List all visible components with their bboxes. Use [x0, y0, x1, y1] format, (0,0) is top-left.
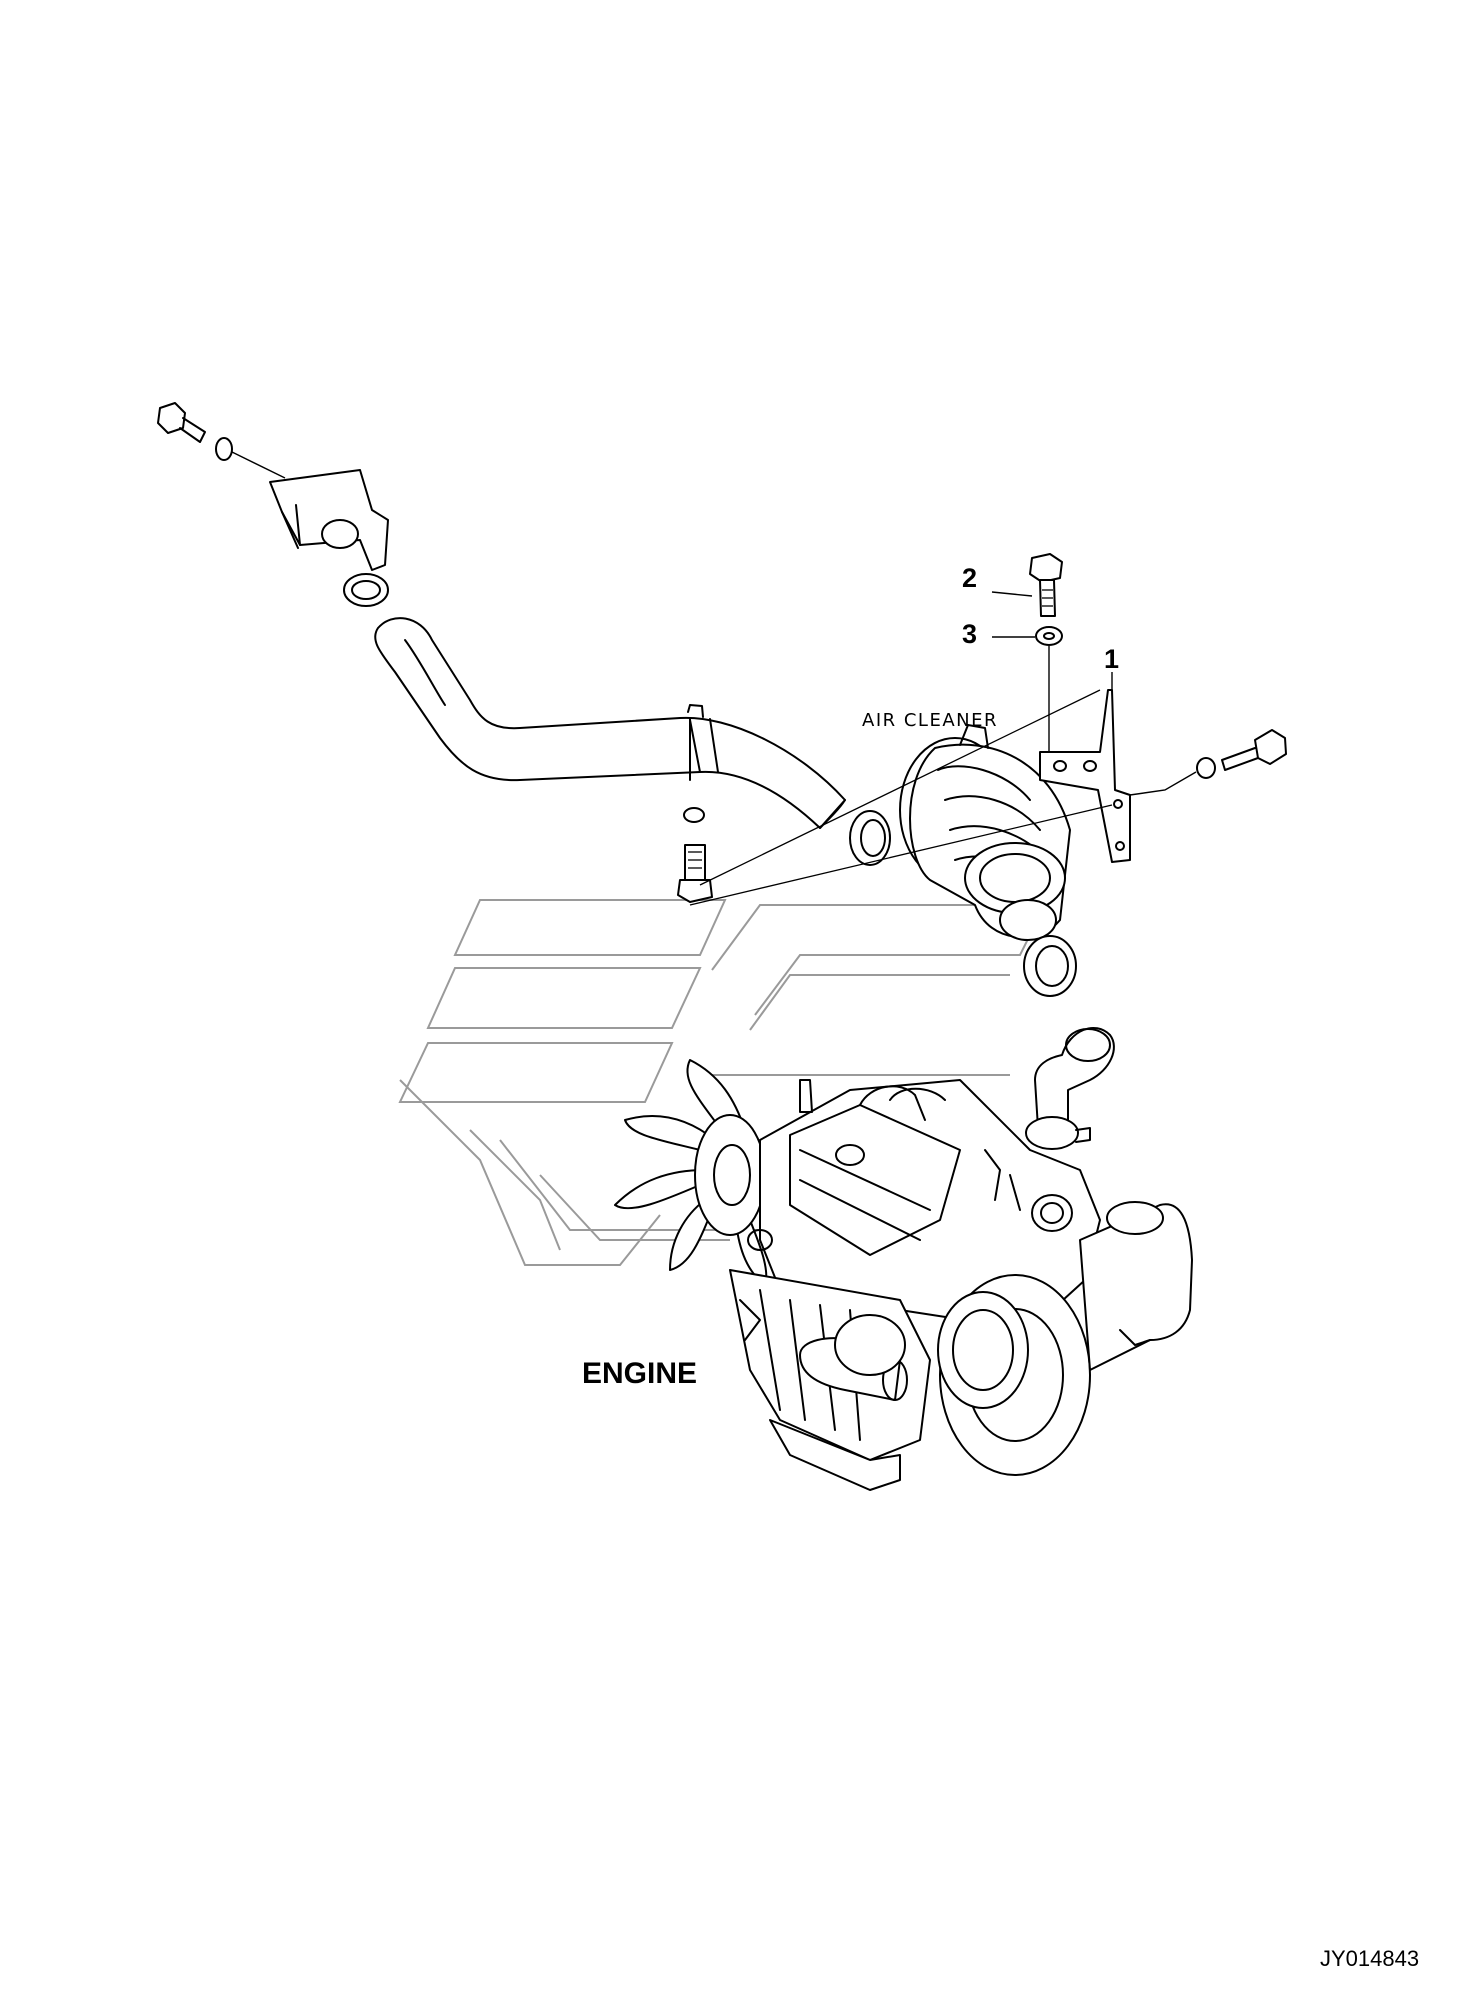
hose-clamp-upper-left	[343, 573, 389, 607]
elbow-hose	[1034, 1026, 1115, 1129]
engine-label: ENGINE	[582, 1357, 697, 1390]
hose-clamp-air-cleaner-inlet	[849, 810, 891, 866]
upper-left-bolt	[157, 402, 286, 479]
callout-2-label: 2	[962, 563, 977, 593]
lower-clamp	[1023, 935, 1077, 997]
air-cleaner-label: AIR CLEANER	[862, 710, 998, 731]
callout-1-label: 1	[1104, 644, 1119, 674]
callout-3-label: 3	[962, 619, 977, 649]
hose-clamp-with-bolt	[677, 704, 713, 903]
intake-hose	[374, 617, 846, 829]
engine	[614, 1059, 1193, 1491]
bolt-part-2	[1029, 553, 1063, 617]
drawing-code: JY014843	[1320, 1946, 1419, 1971]
clamp-exhaust	[1025, 1116, 1091, 1150]
right-bolt	[1129, 729, 1287, 796]
upper-left-bracket	[269, 469, 389, 571]
washer-part-3	[1035, 626, 1063, 646]
